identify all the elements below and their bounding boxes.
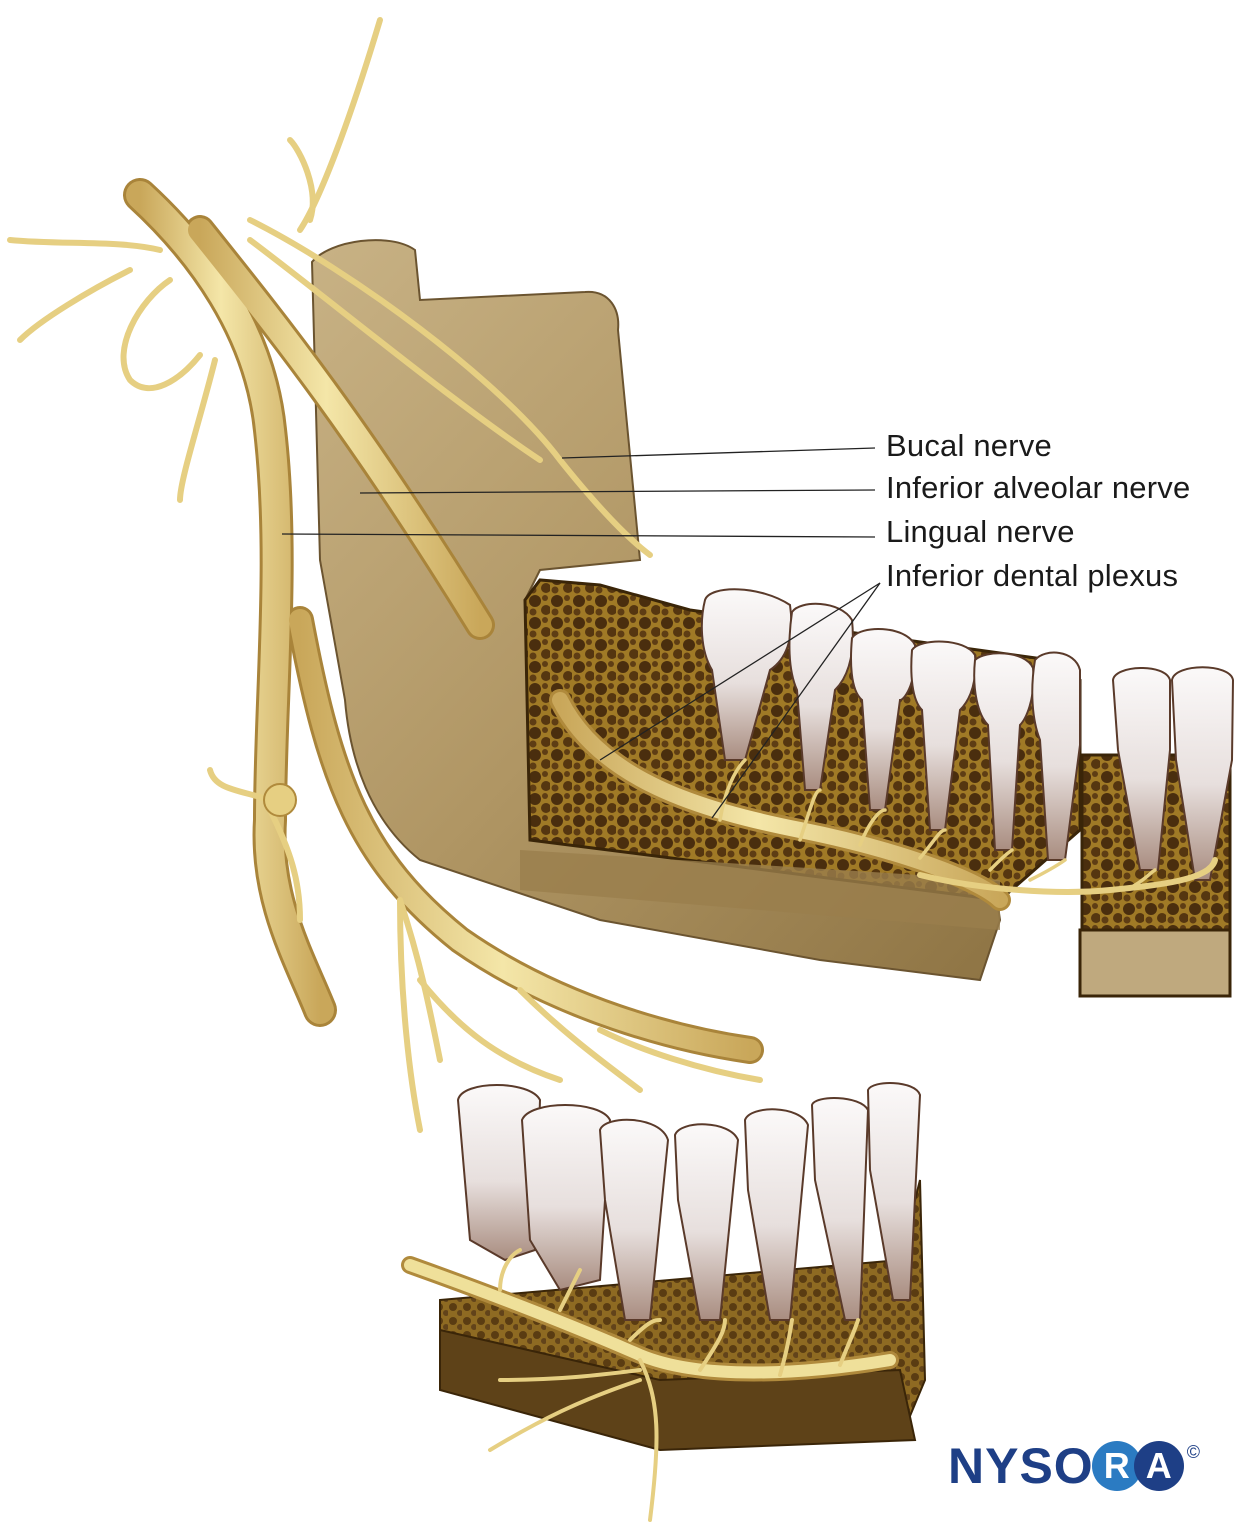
ganglion [263,783,297,817]
leader-plexus-1 [599,582,881,761]
leader-plexus-2 [711,582,881,819]
leader-lingual [281,533,876,538]
leader-lines [281,447,881,819]
label-inferior-dental-plexus: Inferior dental plexus [886,558,1179,593]
label-lingual-nerve: Lingual nerve [886,514,1075,549]
logo-circle-r: R [1091,1441,1142,1491]
nerve-tree [7,17,1218,1522]
logo-circle-a: A [1133,1441,1184,1491]
leader-inferior-alveolar [359,489,876,494]
logo-text: NYSO [948,1438,1094,1494]
lower-teeth-block [439,1082,927,1452]
nysora-logo: NYSO R A © [948,1440,1200,1492]
upper-teeth [700,588,1081,861]
label-inferior-alveolar-nerve: Inferior alveolar nerve [886,470,1191,505]
incisor-segment [1078,666,1235,998]
copyright-icon: © [1186,1442,1200,1462]
label-bucal-nerve: Bucal nerve [886,428,1052,463]
leader-bucal [561,447,876,459]
